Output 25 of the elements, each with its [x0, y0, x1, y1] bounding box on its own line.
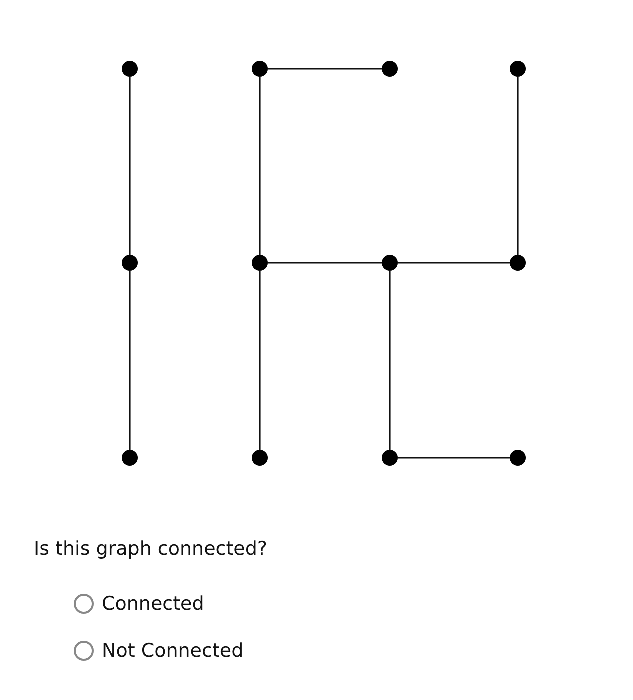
- vertex-dot: [252, 255, 268, 271]
- vertex-dot: [122, 255, 138, 271]
- graph-edge: [398, 262, 510, 264]
- graph-edge: [268, 68, 382, 70]
- vertex-dot: [252, 450, 268, 466]
- vertex-dot: [510, 255, 526, 271]
- vertex-dot: [382, 255, 398, 271]
- vertex-dot: [122, 61, 138, 77]
- graph-edge: [517, 77, 519, 255]
- vertex-dot: [510, 450, 526, 466]
- vertex-dot: [252, 61, 268, 77]
- graph-edge: [398, 457, 510, 459]
- question-text: Is this graph connected?: [34, 538, 268, 560]
- graph-edge: [268, 262, 382, 264]
- graph-edge: [259, 77, 261, 255]
- vertex-dot: [510, 61, 526, 77]
- graph-edge: [389, 271, 391, 450]
- graph-edge: [129, 77, 131, 255]
- graph-edge: [129, 271, 131, 450]
- option-label: Connected: [102, 593, 204, 615]
- vertex-dot: [382, 61, 398, 77]
- graph-edge: [259, 271, 261, 450]
- option-label: Not Connected: [102, 640, 244, 662]
- vertex-dot: [382, 450, 398, 466]
- vertex-dot: [122, 450, 138, 466]
